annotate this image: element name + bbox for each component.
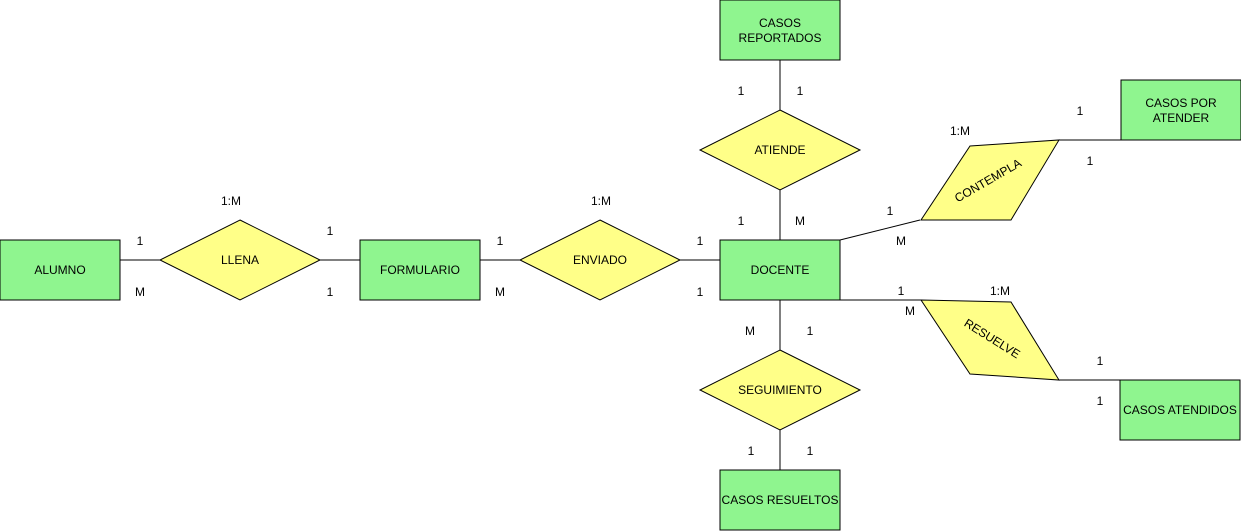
- cardinality-label: 1: [327, 285, 334, 299]
- cardinality-label: 1: [797, 84, 804, 98]
- cardinality-label: 1: [137, 234, 144, 248]
- cardinality-label: M: [896, 234, 906, 248]
- relationship-llena-diamond: [158, 219, 322, 301]
- cardinality-label: M: [135, 285, 145, 299]
- entity-casos-reportados[interactable]: CASOS REPORTADOS: [719, 0, 841, 61]
- relationship-resuelve-parallelogram: [920, 299, 1060, 381]
- cardinality-label: 1: [738, 214, 745, 228]
- entity-casos-reportados-box: [719, 0, 841, 61]
- cardinality-label: 1: [327, 224, 334, 238]
- entity-casos-resueltos-label: CASOS RESUELTOS: [722, 493, 839, 507]
- cardinality-label: 1: [1097, 394, 1104, 408]
- relationship-llena[interactable]: LLENA: [158, 219, 322, 301]
- relationship-atiende-diamond: [698, 109, 862, 191]
- entity-casos-resueltos-box: [719, 469, 841, 531]
- entity-docente-box: [719, 239, 841, 301]
- cardinality-label: 1: [748, 444, 755, 458]
- entity-casos-reportados-label-line2: REPORTADOS: [739, 31, 822, 45]
- cardinality-label: 1: [1097, 354, 1104, 368]
- cardinality-label: 1:M: [990, 284, 1010, 298]
- entity-casos-por-atender-box: [1120, 79, 1241, 141]
- entity-casos-por-atender[interactable]: CASOS POR ATENDER: [1120, 79, 1241, 141]
- cardinality-labels: 1:M 1 M 1 1 1:M 1 M 1 1 1 1 1 M M 1 1 1 …: [135, 84, 1104, 458]
- cardinality-label: 1: [697, 234, 704, 248]
- entity-formulario-label: FORMULARIO: [380, 263, 460, 277]
- relationship-seguimiento-label: SEGUIMIENTO: [738, 383, 822, 397]
- entity-casos-atendidos[interactable]: CASOS ATENDIDOS: [1119, 379, 1241, 441]
- cardinality-label: M: [905, 304, 915, 318]
- entity-casos-reportados-label-line1: CASOS: [759, 16, 801, 30]
- entity-alumno-label: ALUMNO: [34, 263, 85, 277]
- entity-docente[interactable]: DOCENTE: [719, 239, 841, 301]
- cardinality-label: 1: [807, 324, 814, 338]
- relationship-seguimiento[interactable]: SEGUIMIENTO: [698, 349, 862, 431]
- relationship-contempla-parallelogram: [920, 139, 1060, 221]
- connector-docente-contempla: [839, 219, 921, 241]
- entity-alumno[interactable]: ALUMNO: [0, 239, 121, 301]
- entity-casos-atendidos-box: [1119, 379, 1241, 441]
- cardinality-label: 1: [1087, 154, 1094, 168]
- relationship-resuelve[interactable]: RESUELVE: [920, 299, 1060, 381]
- relationship-atiende-label: ATIENDE: [754, 143, 805, 157]
- entity-alumno-box: [0, 239, 121, 301]
- relationship-enviado-label: ENVIADO: [573, 253, 627, 267]
- entity-casos-atendidos-label: CASOS ATENDIDOS: [1123, 403, 1237, 417]
- cardinality-label: 1: [1077, 104, 1084, 118]
- cardinality-label: M: [495, 285, 505, 299]
- connectors: [120, 60, 1121, 470]
- relationship-seguimiento-diamond: [698, 349, 862, 431]
- cardinality-label: 1:M: [591, 194, 611, 208]
- cardinality-label: 1: [697, 285, 704, 299]
- entity-formulario[interactable]: FORMULARIO: [359, 239, 481, 301]
- cardinality-label: 1: [898, 284, 905, 298]
- cardinality-label: 1: [738, 84, 745, 98]
- relationship-llena-label: LLENA: [221, 253, 259, 267]
- cardinality-label: 1: [887, 204, 894, 218]
- relationship-enviado[interactable]: ENVIADO: [518, 219, 682, 301]
- entity-formulario-box: [359, 239, 481, 301]
- entity-casos-por-atender-label-line1: CASOS POR: [1145, 96, 1217, 110]
- entity-casos-resueltos[interactable]: CASOS RESUELTOS: [719, 469, 841, 531]
- entity-casos-por-atender-label-line2: ATENDER: [1153, 111, 1210, 125]
- cardinality-label: 1: [807, 444, 814, 458]
- cardinality-label: 1: [497, 234, 504, 248]
- entity-docente-label: DOCENTE: [751, 263, 810, 277]
- cardinality-label: 1:M: [221, 194, 241, 208]
- relationship-contempla[interactable]: CONTEMPLA: [920, 139, 1060, 221]
- relationship-enviado-diamond: [518, 219, 682, 301]
- cardinality-label: M: [795, 214, 805, 228]
- cardinality-label: 1:M: [950, 124, 970, 138]
- relationship-atiende[interactable]: ATIENDE: [698, 109, 862, 191]
- cardinality-label: M: [745, 324, 755, 338]
